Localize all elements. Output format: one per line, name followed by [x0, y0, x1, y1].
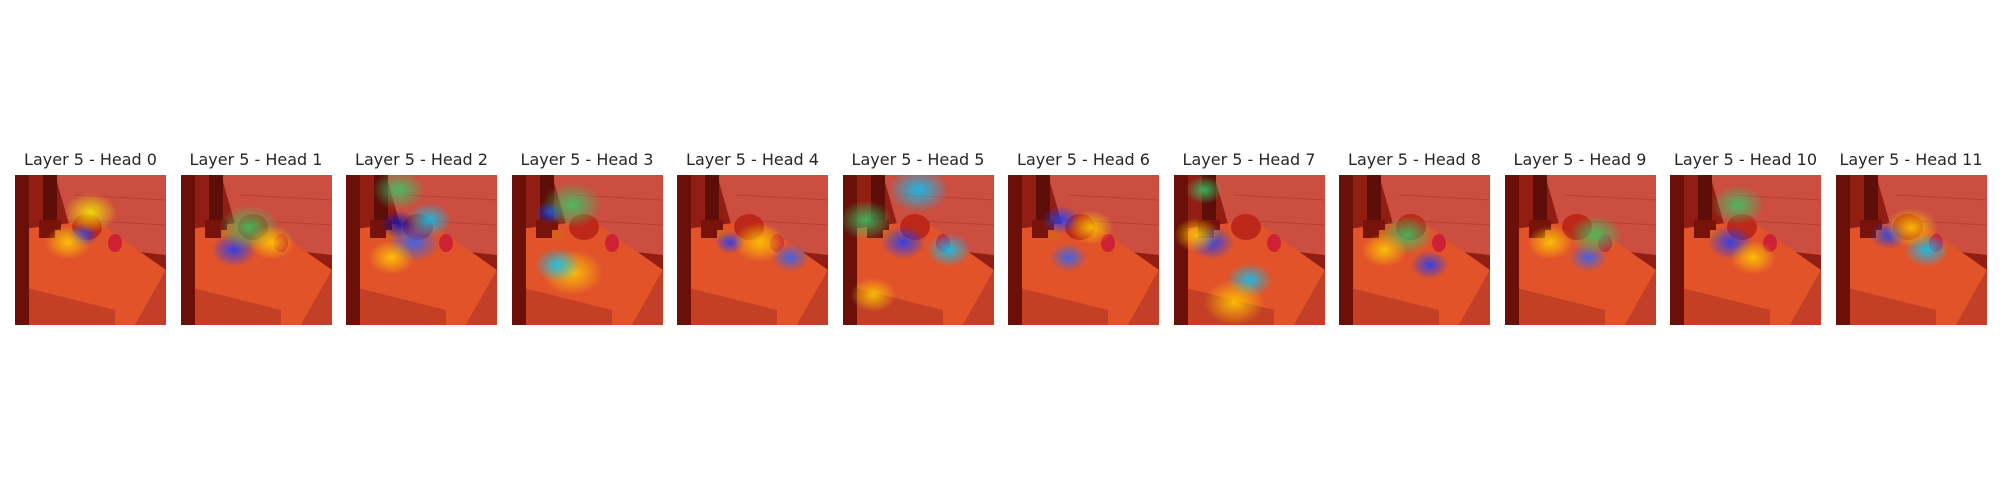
- attention-heatmap-image: [1339, 175, 1490, 325]
- panel-title: Layer 5 - Head 8: [1348, 150, 1481, 169]
- panel-title: Layer 5 - Head 4: [686, 150, 819, 169]
- panel-title: Layer 5 - Head 3: [520, 150, 654, 169]
- panel-title: Layer 5 - Head 7: [1182, 150, 1316, 169]
- attention-heatmap-image: [1835, 175, 1987, 325]
- panel-title: Layer 5 - Head 1: [189, 150, 323, 169]
- panel-title: Layer 5 - Head 2: [355, 150, 488, 169]
- attention-heatmap-image: [1670, 175, 1821, 325]
- attention-heatmap-image: [15, 175, 166, 325]
- attention-heatmap-image: [842, 175, 994, 325]
- attention-heatmap-image: [1008, 175, 1159, 325]
- attention-heatmap-image: [346, 175, 497, 325]
- panel-title: Layer 5 - Head 5: [851, 150, 985, 169]
- attention-heatmap-image: [1173, 175, 1325, 325]
- panel-title: Layer 5 - Head 0: [24, 150, 157, 169]
- attention-heatmap-image: [1504, 175, 1656, 325]
- attention-heatmap-image: [180, 175, 332, 325]
- attention-heatmap-image: [677, 175, 828, 325]
- panel-title: Layer 5 - Head 11: [1839, 150, 1983, 169]
- attention-heatmap-image: [511, 175, 663, 325]
- panel-title: Layer 5 - Head 6: [1017, 150, 1150, 169]
- panel-title: Layer 5 - Head 10: [1673, 150, 1818, 169]
- panel-title: Layer 5 - Head 9: [1513, 150, 1647, 169]
